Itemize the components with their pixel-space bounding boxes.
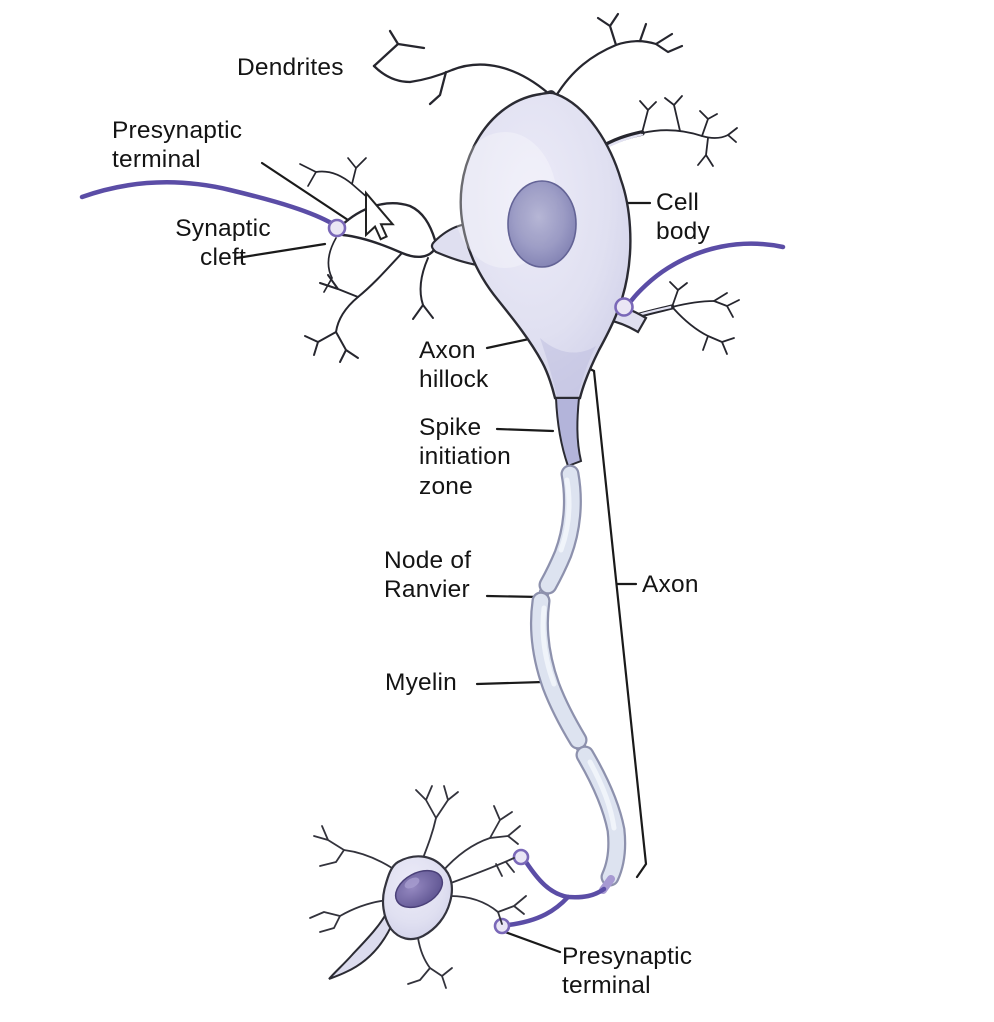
- label-spike-initiation-zone: Spike initiation zone: [419, 414, 511, 500]
- label-axon-hillock: Axon hillock: [419, 337, 489, 394]
- postsynaptic-nucleus-highlight: [404, 877, 420, 889]
- postsynaptic-neuron: [309, 785, 527, 989]
- leader-presynaptic-terminal-top: [260, 161, 350, 222]
- label-node-of-ranvier: Node of Ranvier: [384, 547, 472, 604]
- label-synaptic-cleft: Synaptic cleft: [175, 215, 271, 272]
- axon-terminal-branch-upper: [523, 859, 571, 900]
- postsynaptic-tail-process: [328, 912, 396, 980]
- nucleus: [507, 180, 577, 268]
- leader-presynaptic-terminal-bottom: [503, 930, 562, 954]
- hillock-shading: [540, 338, 596, 396]
- label-presynaptic-terminal-bottom: Presynaptic terminal: [562, 943, 693, 1000]
- axon-shape: [530, 397, 627, 887]
- terminal-bulbs: [327, 218, 634, 935]
- postsynaptic-nucleus: [394, 869, 444, 909]
- presynaptic-terminal-bulb-top-left: [327, 218, 347, 238]
- axon-terminal-branch-lower: [505, 894, 571, 928]
- label-dendrites: Dendrites: [237, 54, 344, 81]
- postsynaptic-dendrites: [309, 785, 527, 989]
- presynaptic-terminal-bulb-bottom-lower: [493, 917, 511, 935]
- cell-body-shape: [430, 90, 648, 400]
- presynaptic-axon-top-left: [79, 180, 336, 227]
- label-axon: Axon: [642, 571, 699, 598]
- presynaptic-terminal-bulb-bottom-upper: [512, 848, 530, 866]
- spike-initiation-zone-segment: [554, 397, 583, 468]
- label-myelin: Myelin: [385, 669, 457, 696]
- label-presynaptic-terminal-top: Presynaptic terminal: [112, 117, 243, 174]
- label-cell-body: Cell body: [656, 189, 710, 246]
- leader-synaptic-cleft: [235, 242, 327, 260]
- presynaptic-axon-right: [628, 241, 786, 304]
- mouse-cursor-icon[interactable]: [365, 190, 395, 241]
- presynaptic-terminal-bulb-right: [614, 297, 634, 317]
- leader-node-of-ranvier: [485, 594, 542, 599]
- leader-myelin: [475, 680, 545, 686]
- dendrites-branches: [299, 12, 740, 363]
- presynaptic-axons: [79, 180, 786, 928]
- myelin-segment-1: [540, 466, 580, 593]
- leader-spike-initiation-zone: [495, 427, 555, 433]
- myelin-segment-2: [532, 593, 586, 748]
